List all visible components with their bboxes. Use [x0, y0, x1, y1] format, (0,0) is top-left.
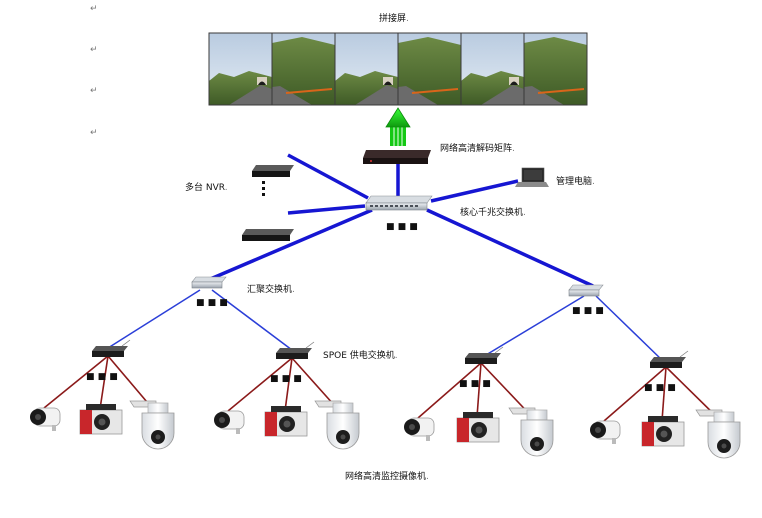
video-wall-panel: [460, 32, 525, 106]
camera-groups: ■ ■ ■ ■ ■ ■ ■ ■ ■ ■ ■ ■: [30, 339, 741, 459]
dome-camera: [129, 400, 175, 450]
paragraph-mark: ↵: [90, 128, 98, 138]
poe-group-ellipsis: ■ ■ ■: [644, 383, 676, 393]
poe-switch-group: ■ ■ ■: [404, 346, 554, 457]
link-agg-right-poe4: [595, 295, 664, 362]
camera-link: [417, 362, 482, 419]
link-nvr2-core: [287, 204, 366, 215]
box-camera: [641, 416, 685, 447]
poe-switch-group: ■ ■ ■: [30, 339, 175, 450]
link-agg-right-poe3: [480, 295, 585, 359]
video-wall: [208, 32, 588, 106]
dome-camera: [314, 400, 360, 450]
video-wall-label: 拼接屏.: [379, 12, 409, 24]
camera-link: [227, 357, 293, 412]
poe-switch: [92, 339, 131, 357]
poe-group-ellipsis: ■ ■ ■: [459, 379, 491, 389]
aggregation-switch-right: [568, 284, 604, 297]
camera-link: [43, 355, 109, 409]
paragraph-mark: ↵: [90, 86, 98, 96]
poe-switch-group: ■ ■ ■: [214, 341, 360, 450]
decoder-matrix-label: 网络高清解码矩阵.: [440, 142, 515, 154]
nvr-device-2: [242, 229, 294, 241]
core-switch-ellipsis: ■ ■ ■: [386, 222, 418, 232]
link-nvr1-core: [287, 153, 369, 200]
camera-link: [99, 355, 109, 410]
poe-switch: [276, 341, 315, 359]
link-core-agg-right: [426, 208, 594, 288]
dome-camera: [508, 407, 554, 457]
decoder-matrix-device: [363, 150, 431, 164]
video-wall-panel: [334, 32, 399, 106]
link-agg-left-poe1: [107, 289, 201, 349]
video-wall-panel: [208, 32, 273, 106]
video-wall-panel: [271, 32, 336, 106]
link-pc-core: [430, 179, 519, 203]
bullet-camera: [404, 417, 435, 441]
link-agg-left-poe2: [211, 289, 293, 351]
paragraph-mark: ↵: [90, 45, 98, 55]
camera-link: [603, 366, 667, 422]
camera-link: [284, 357, 293, 412]
core-switch-label: 核心千兆交换机.: [460, 206, 526, 218]
management-pc-label: 管理电脑.: [556, 175, 595, 187]
box-camera: [456, 412, 500, 443]
poe-switch-label: SPOE 供电交换机.: [323, 349, 398, 361]
bullet-camera: [214, 410, 245, 434]
network-links: [107, 153, 664, 362]
poe-switch: [650, 350, 689, 368]
video-wall-panel: [397, 32, 462, 106]
dome-camera: [695, 409, 741, 459]
core-gigabit-switch: [365, 195, 433, 211]
box-camera: [264, 406, 308, 437]
paragraph-mark: ↵: [90, 4, 98, 14]
paragraph-marks: ↵ ↵ ↵ ↵: [90, 4, 98, 138]
poe-switch: [465, 346, 504, 364]
aggregation-switch-left: [191, 276, 227, 289]
camera-link: [661, 366, 667, 422]
video-wall-panel: [523, 32, 588, 106]
bullet-camera: [30, 407, 61, 431]
nvr-stack-dots: [262, 181, 265, 196]
nvr-device-1: [252, 165, 294, 177]
management-pc-laptop: [515, 167, 549, 187]
cameras-label: 网络高清监控摄像机.: [345, 470, 429, 482]
aggregation-switch-label: 汇聚交换机.: [247, 283, 295, 295]
poe-group-ellipsis: ■ ■ ■: [270, 374, 302, 384]
aggregation-left-ellipsis: ■ ■ ■: [196, 298, 228, 308]
bullet-camera: [590, 420, 621, 444]
nvr-label: 多台 NVR.: [185, 181, 228, 193]
upload-arrow: [385, 107, 411, 146]
box-camera: [79, 404, 123, 435]
poe-group-ellipsis: ■ ■ ■: [86, 372, 118, 382]
poe-switch-group: ■ ■ ■: [590, 350, 741, 459]
camera-link: [476, 362, 482, 418]
link-core-agg-left: [207, 208, 373, 282]
aggregation-right-ellipsis: ■ ■ ■: [572, 306, 604, 316]
